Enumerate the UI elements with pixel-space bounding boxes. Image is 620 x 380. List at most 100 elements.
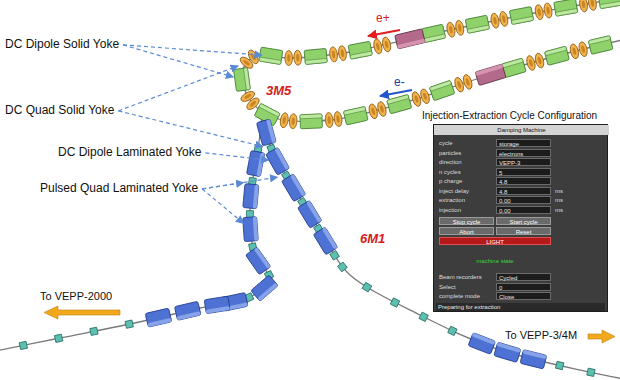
dc-quad-solid-yoke (338, 45, 348, 61)
dc-dipole-solid-yoke (343, 106, 368, 124)
leader-line (123, 45, 262, 55)
dc-dipole-laminated-yoke (256, 119, 276, 146)
dc-dipole-solid-yoke (348, 41, 372, 59)
leader-line (123, 45, 233, 77)
dc-quad-solid-yoke (329, 46, 338, 62)
dc-dipole-laminated-yoke (468, 333, 495, 355)
pulsed-quad-laminated-yoke (54, 334, 62, 342)
field-label: Select (439, 283, 456, 291)
leader-line (118, 66, 238, 111)
dc-quad-solid-yoke (285, 50, 293, 65)
dc-quad-solid-yoke (333, 111, 343, 127)
dc-dipole-solid-yoke (465, 15, 489, 33)
dc-quad-solid-yoke (294, 50, 302, 65)
pulsed-quad-laminated-yoke (337, 262, 347, 272)
dc-dipole-solid-yoke (509, 7, 533, 25)
dc-quad-solid-yoke (446, 22, 457, 38)
dc-quad-solid-yoke (578, 41, 589, 57)
dc-dipole-laminated-yoke (494, 342, 521, 362)
dc-quad-solid-yoke (534, 52, 545, 68)
dc-dipole-solid-yoke (545, 46, 570, 65)
dc-dipole-laminated-yoke (246, 150, 264, 176)
field-value: 4.8 (496, 177, 551, 185)
field-label: p charge (439, 177, 462, 185)
pulsed-quad-laminated-yoke (19, 341, 27, 349)
field-value: 0.00 (496, 196, 551, 204)
field-value: 4.8 (496, 187, 551, 195)
positron-direction-arrow (368, 30, 400, 36)
dc-dipole-solid-yoke (588, 36, 613, 55)
dc-quad-solid-yoke (325, 112, 334, 128)
particle-label: e- (394, 76, 405, 90)
dc-dipole-laminated-yoke (266, 147, 290, 175)
dc-quad-solid-yoke (279, 112, 289, 128)
field-label: complete mode (439, 292, 480, 300)
dc-dipole-laminated-yoke (174, 301, 201, 320)
field-label: Beam recorders (439, 273, 482, 281)
dc-quad-solid-yoke (525, 55, 536, 72)
dc-quad-solid-yoke (455, 20, 465, 36)
leader-line (202, 177, 277, 189)
dc-dipole-laminated-yoke (243, 184, 259, 209)
pulsed-quad-laminated-yoke (362, 282, 372, 292)
light-button: LIGHT (439, 237, 551, 245)
dc-quad-solid-yoke (419, 88, 431, 105)
field-label: injection (439, 206, 461, 214)
electron-direction-arrow (380, 90, 412, 96)
beam-line (242, 0, 620, 122)
field-label: inject delay (439, 187, 469, 195)
machine-state: machine state (439, 257, 551, 265)
dc-dipole-laminated-yoke (145, 308, 172, 327)
dc-dipole-laminated-yoke (520, 350, 547, 369)
dc-dipole-laminated-yoke (281, 174, 305, 202)
dc-dipole-solid-yoke (304, 48, 327, 64)
dc-dipole-solid-yoke (554, 0, 578, 16)
field-value: storage (496, 139, 551, 147)
pulsed-quad-laminated-yoke (555, 361, 563, 369)
pulsed-quad-laminated-yoke (125, 320, 133, 328)
destination-label: To VEPP-2000 (40, 290, 112, 303)
pulsed-quad-laminated-yoke (448, 326, 457, 335)
destination-label: To VEPP-3/4M (505, 329, 577, 342)
dc-quad-solid-yoke (587, 0, 597, 11)
panel-button: Start cycle (496, 217, 551, 225)
field-value: 5 (496, 168, 551, 176)
magnet-name: 6M1 (360, 232, 385, 247)
dc-dipole-laminated-yoke (298, 200, 322, 228)
dc-quad-solid-yoke (381, 36, 392, 52)
field-label: ms (555, 206, 563, 214)
direction-arrow (588, 330, 615, 343)
field-value: 0 (496, 283, 551, 291)
dc-quad-solid-yoke (372, 38, 383, 54)
dc-dipole-laminated-yoke (251, 275, 278, 301)
field-label: n cycles (439, 168, 461, 176)
dc-dipole-laminated-yoke (313, 227, 337, 255)
part-label: Pulsed Quad Laminated Yoke (40, 182, 198, 196)
dc-dipole-solid-yoke (429, 80, 454, 100)
field-label: direction (439, 158, 462, 166)
field-label: extraction (439, 196, 465, 204)
control-panel-window: Damping Machinecyclestorageparticleselec… (433, 124, 608, 312)
dc-dipole-solid-yoke (300, 114, 323, 129)
field-value: electrons (496, 149, 551, 157)
dc-quad-solid-yoke (490, 13, 500, 29)
status-line: Preparing for extraction (436, 303, 605, 311)
dc-quad-solid-yoke (368, 103, 379, 119)
pulsed-quad-laminated-yoke (330, 250, 340, 260)
field-label: particles (439, 149, 461, 157)
dc-quad-solid-yoke (499, 11, 509, 27)
dc-quad-solid-yoke (376, 101, 387, 117)
field-label: ms (555, 187, 563, 195)
panel-button: Stop cycle (439, 217, 494, 225)
configuration-caption: Injection-Extraction Cycle Configuration (422, 110, 597, 122)
dc-quad-solid-yoke (543, 2, 553, 18)
panel-button: Abort (439, 227, 494, 235)
field-value: Cycled (496, 273, 551, 281)
beam-line (0, 115, 270, 351)
dc-quad-solid-yoke (534, 4, 544, 20)
dc-quad-solid-yoke (289, 113, 298, 128)
pulsed-quad-laminated-yoke (390, 298, 399, 307)
leader-line (205, 153, 268, 160)
leader-line (202, 189, 243, 223)
field-label: ms (555, 196, 563, 204)
